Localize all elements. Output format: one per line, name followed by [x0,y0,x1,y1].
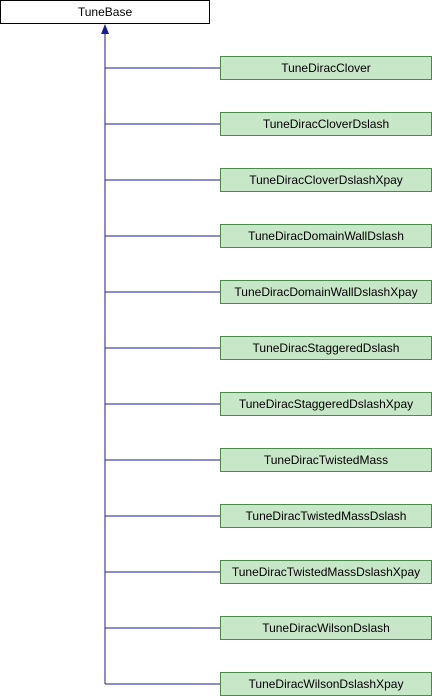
derived-class-label: TuneDiracCloverDslash [263,117,389,131]
derived-class-label: TuneDiracDomainWallDslash [248,229,404,243]
derived-class-node[interactable]: TuneDiracTwistedMassDslash [220,504,432,528]
derived-class-node[interactable]: TuneDiracCloverDslash [220,112,432,136]
derived-class-label: TuneDiracTwistedMassDslash [246,509,407,523]
derived-class-node[interactable]: TuneDiracStaggeredDslash [220,336,432,360]
derived-class-node[interactable]: TuneDiracClover [220,56,432,80]
derived-class-label: TuneDiracCloverDslashXpay [249,173,403,187]
derived-class-label: TuneDiracTwistedMass [264,453,388,467]
derived-class-label: TuneDiracStaggeredDslash [253,341,400,355]
base-class-box [0,0,210,24]
derived-class-node[interactable]: TuneDiracDomainWallDslash [220,224,432,248]
edge-layer [101,24,221,685]
derived-class-node[interactable]: TuneDiracWilsonDslashXpay [220,672,432,696]
derived-class-label: TuneDiracWilsonDslashXpay [249,677,404,691]
base-class-label: TuneBase [78,5,133,19]
derived-class-node[interactable]: TuneDiracStaggeredDslashXpay [220,392,432,416]
child-class-nodes: TuneDiracCloverTuneDiracCloverDslashTune… [220,56,432,696]
derived-class-node[interactable]: TuneDiracWilsonDslash [220,616,432,640]
derived-class-node[interactable]: TuneDiracDomainWallDslashXpay [220,280,432,304]
derived-class-label: TuneDiracStaggeredDslashXpay [239,397,413,411]
derived-class-label: TuneDiracDomainWallDslashXpay [234,285,417,299]
derived-class-label: TuneDiracClover [281,61,371,75]
derived-class-label: TuneDiracTwistedMassDslashXpay [232,565,420,579]
derived-class-node[interactable]: TuneDiracCloverDslashXpay [220,168,432,192]
derived-class-node[interactable]: TuneDiracTwistedMassDslashXpay [220,560,432,584]
inheritance-arrow-icon [101,24,109,34]
derived-class-label: TuneDiracWilsonDslash [262,621,390,635]
derived-class-node[interactable]: TuneDiracTwistedMass [220,448,432,472]
base-class-node[interactable]: TuneBase [0,0,210,24]
